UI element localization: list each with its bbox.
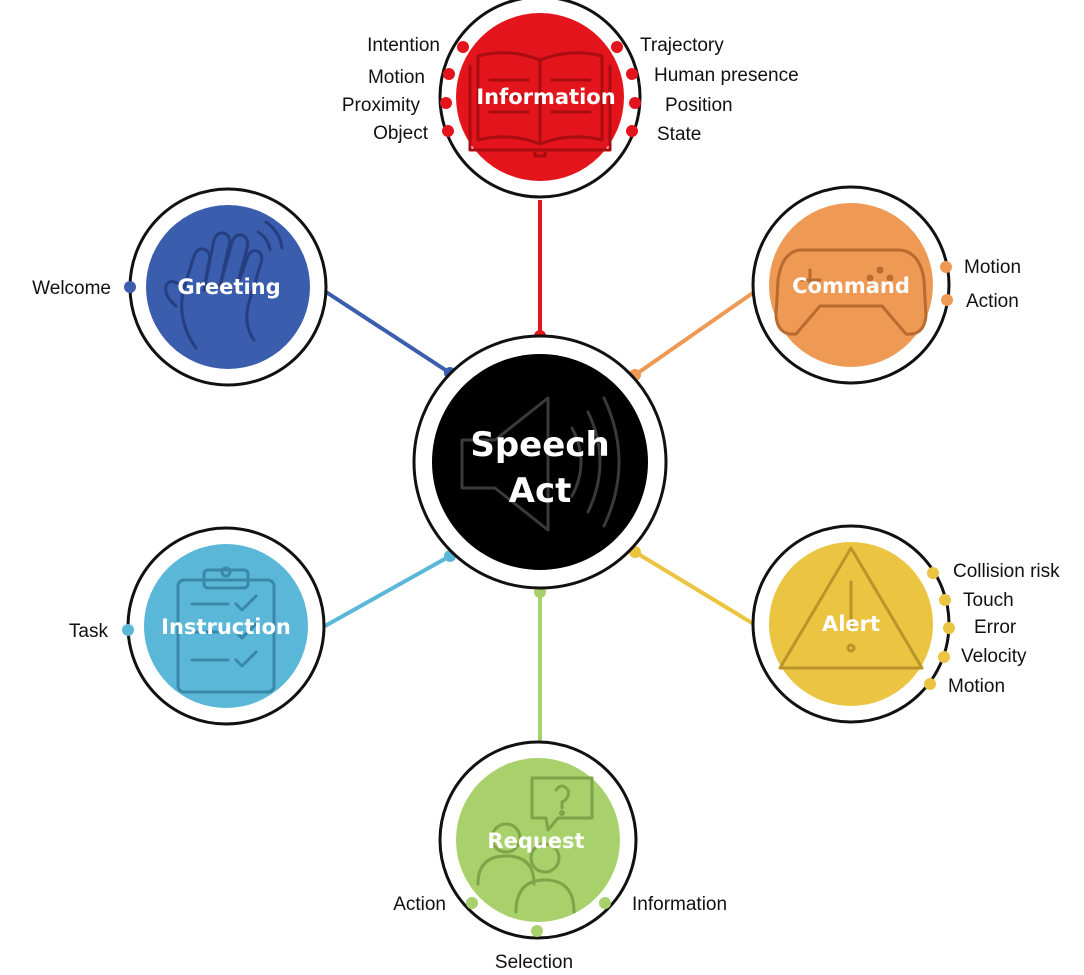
property-label: Action (966, 291, 1019, 312)
property-label: Collision risk (953, 561, 1060, 582)
hub-title: Alert (822, 612, 880, 636)
property-dot (122, 624, 134, 636)
property-dot (629, 97, 641, 109)
center-disc (432, 354, 648, 570)
property-dot (443, 68, 455, 80)
property-dot (124, 281, 136, 293)
connector-instruction (324, 554, 451, 628)
property-label: Velocity (961, 646, 1027, 667)
property-dot (943, 622, 955, 634)
property-label: Object (373, 123, 429, 144)
question-people-icon (476, 776, 594, 914)
hub-information: Information Intention Motion Proximity O… (342, 0, 799, 199)
property-dot (938, 651, 950, 663)
property-label: Motion (948, 676, 1005, 697)
book-icon (468, 51, 612, 158)
property-dot (626, 125, 638, 137)
property-dot (941, 294, 953, 306)
gamepad-icon (774, 248, 928, 336)
hub-command: Command Motion Action (751, 185, 1021, 385)
hub-title: Greeting (177, 275, 280, 299)
property-label: Information (632, 894, 727, 915)
hub-disc (144, 544, 308, 708)
hub-request: Request Action Information Selection (393, 740, 727, 973)
hub-title: Request (487, 829, 584, 853)
property-dot (924, 678, 936, 690)
center-title-line1: Speech (470, 425, 609, 465)
property-dot (442, 125, 454, 137)
property-label: Trajectory (640, 35, 724, 56)
property-dot (531, 925, 543, 937)
center-node: Speech Act (412, 334, 668, 590)
hub-title: Command (792, 274, 910, 298)
hub-title: Information (476, 85, 615, 109)
hub-disc (456, 758, 620, 922)
property-label: Human presence (654, 65, 799, 86)
connector-greeting (321, 288, 452, 375)
property-dot (927, 567, 939, 579)
property-dot (939, 594, 951, 606)
hub-alert: Alert Collision risk Touch Error Velocit… (751, 524, 1060, 724)
property-label: Welcome (32, 278, 111, 299)
property-label: Task (69, 621, 109, 642)
property-dot (466, 897, 478, 909)
property-label: Motion (368, 67, 425, 88)
property-label: Selection (495, 952, 573, 973)
property-label: Error (974, 617, 1017, 638)
property-dot (457, 41, 469, 53)
hub-greeting: Greeting Welcome (32, 187, 328, 387)
property-dot (440, 97, 452, 109)
hub-disc (769, 203, 933, 367)
connector-command (633, 288, 759, 377)
property-label: State (657, 124, 701, 145)
property-label: Touch (963, 590, 1014, 611)
waving-hand-icon (164, 220, 284, 350)
property-label: Motion (964, 257, 1021, 278)
connector-alert (633, 550, 759, 628)
center-title-line2: Act (509, 471, 572, 511)
property-dot (599, 897, 611, 909)
property-dot (626, 68, 638, 80)
property-label: Position (665, 95, 733, 116)
hub-instruction: Instruction Task (69, 526, 326, 726)
warning-icon (778, 546, 924, 670)
property-dot (611, 41, 623, 53)
clipboard-icon (176, 566, 276, 694)
property-label: Action (393, 894, 446, 915)
hub-title: Instruction (161, 615, 291, 639)
property-dot (940, 261, 952, 273)
speaker-icon (460, 396, 621, 532)
property-label: Intention (367, 35, 440, 56)
property-label: Proximity (342, 95, 421, 116)
